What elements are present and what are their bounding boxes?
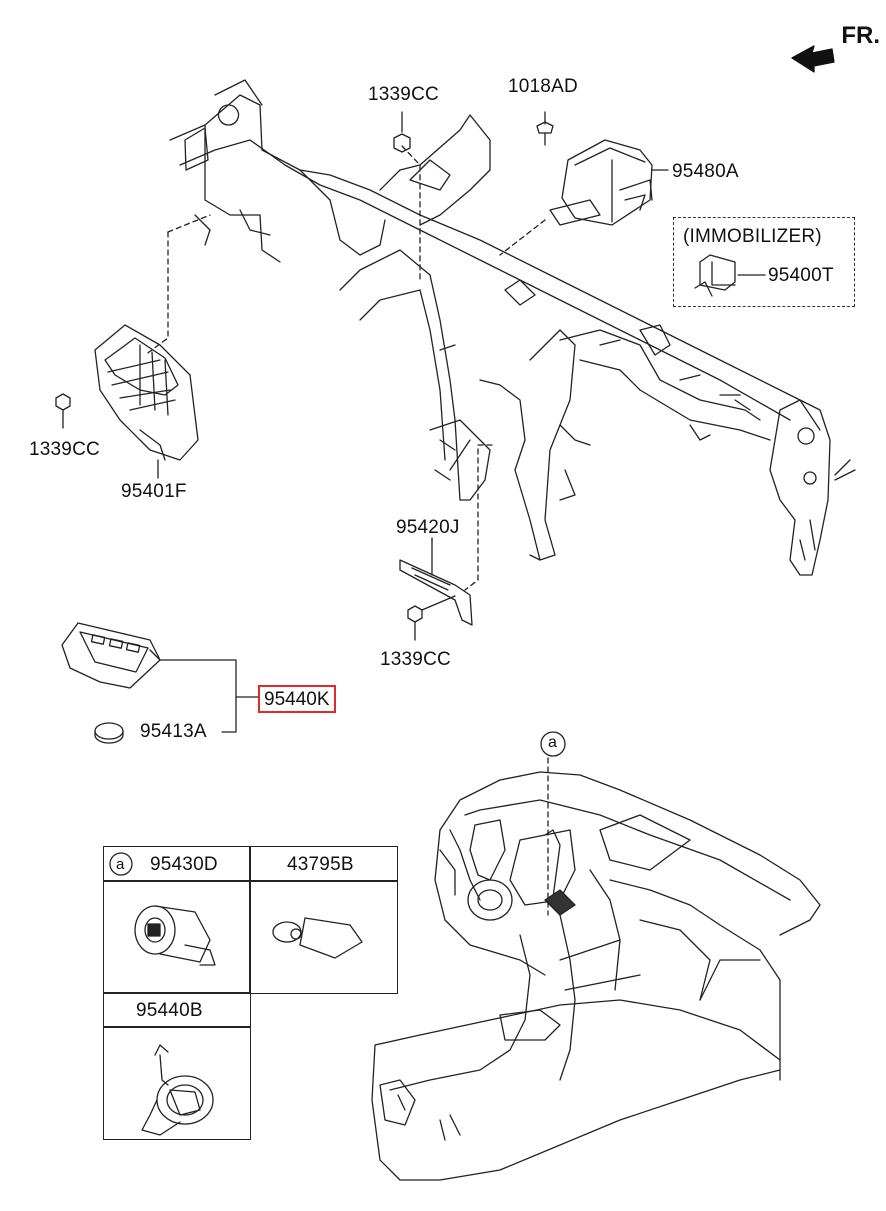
table-header-cell-b [249, 846, 398, 882]
label-immobilizer: (IMMOBILIZER) [683, 226, 822, 247]
front-direction-label: FR. [841, 22, 880, 49]
label-95480a: 95480A [672, 161, 739, 182]
label-95401f: 95401F [121, 481, 187, 502]
screw-icon [536, 111, 554, 146]
interior-view [371, 771, 821, 1181]
bracket-95420j-icon [399, 537, 473, 626]
nut-mid-icon [407, 595, 456, 641]
label-95400t: 95400T [768, 265, 834, 286]
detail-marker-circle [540, 731, 566, 757]
leader-lines [144, 145, 549, 916]
front-arrow-icon [791, 45, 835, 73]
label-1339cc-top: 1339CC [368, 84, 439, 105]
key-cylinder-95430d-icon [134, 905, 216, 966]
label-43795b-icon [272, 917, 363, 959]
table-header-cell-c [103, 992, 251, 1028]
battery-icon [94, 722, 124, 744]
table-cell-a [103, 880, 251, 994]
label-1339cc-mid: 1339CC [380, 649, 451, 670]
label-95413a: 95413A [140, 721, 207, 742]
label-95420j: 95420J [396, 517, 460, 538]
nut-top-icon [393, 111, 411, 153]
callout-bracket-95440k [159, 659, 259, 733]
crash-pad-frame [169, 79, 856, 576]
label-1339cc-left: 1339CC [29, 439, 100, 460]
label-1018ad: 1018AD [508, 76, 578, 97]
label-95440b: 95440B [136, 1000, 203, 1021]
label-43795b: 43795B [287, 854, 354, 875]
detail-marker-label: a [548, 734, 558, 751]
switch-95440b-icon [141, 1044, 214, 1136]
module-95480a-icon [549, 139, 669, 226]
detail-parts-table [103, 846, 398, 1140]
label-95430d: 95430D [150, 854, 218, 875]
immobilizer-95400t-icon [694, 254, 766, 297]
label-95440k-highlighted[interactable]: 95440K [258, 685, 336, 713]
table-cell-c [103, 1026, 251, 1140]
bcm-95401f-icon [94, 324, 199, 479]
nut-left-icon [55, 393, 71, 429]
smart-key-icon [61, 622, 161, 689]
table-cell-b [249, 880, 398, 994]
table-header-cell-a [103, 846, 251, 882]
immobilizer-group-box [673, 217, 855, 307]
table-marker-label: a [116, 856, 125, 873]
